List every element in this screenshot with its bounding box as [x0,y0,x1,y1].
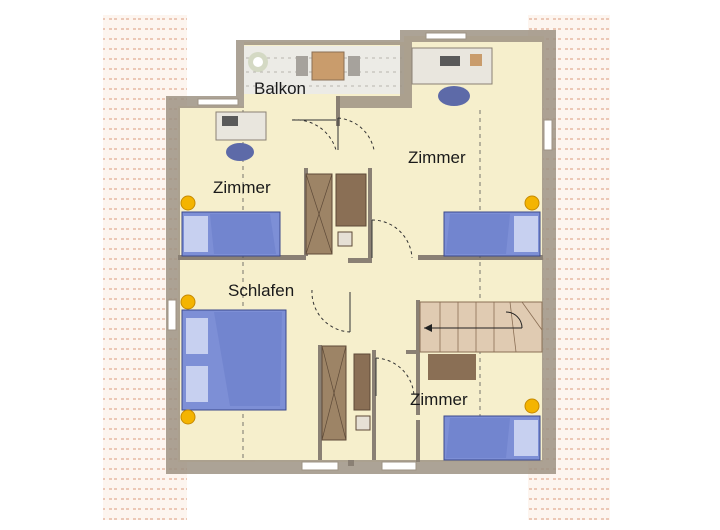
balcony-table [311,51,345,81]
balcony-plant [248,52,268,72]
room-label-room-top-right: Zimmer [408,148,466,167]
desk-top-left [215,111,267,161]
desk-top-right [411,47,493,106]
bed-bottom-right [443,415,541,461]
lamp-icon [524,398,540,414]
windows [167,32,553,471]
lamp-icon [180,195,196,211]
room-label-room-bottom-right: Zimmer [410,390,468,409]
bed-top-left [181,211,281,257]
bed-top-right [443,211,541,257]
balcony-chair-left [296,56,308,76]
wardrobe-top [305,173,367,255]
door-leaves [292,118,377,396]
stairs [419,301,543,380]
lamps [180,195,540,425]
room-label-room-top-left: Zimmer [213,178,271,197]
bed-double [181,309,287,411]
room-label-balcony: Balkon [254,79,306,98]
room-label-bedroom: Schlafen [228,281,295,300]
wardrobe-bottom [321,345,371,441]
lamp-icon [524,195,540,211]
balcony-chair-right [348,56,360,76]
lamp-icon [180,409,196,425]
lamp-icon [180,294,196,310]
